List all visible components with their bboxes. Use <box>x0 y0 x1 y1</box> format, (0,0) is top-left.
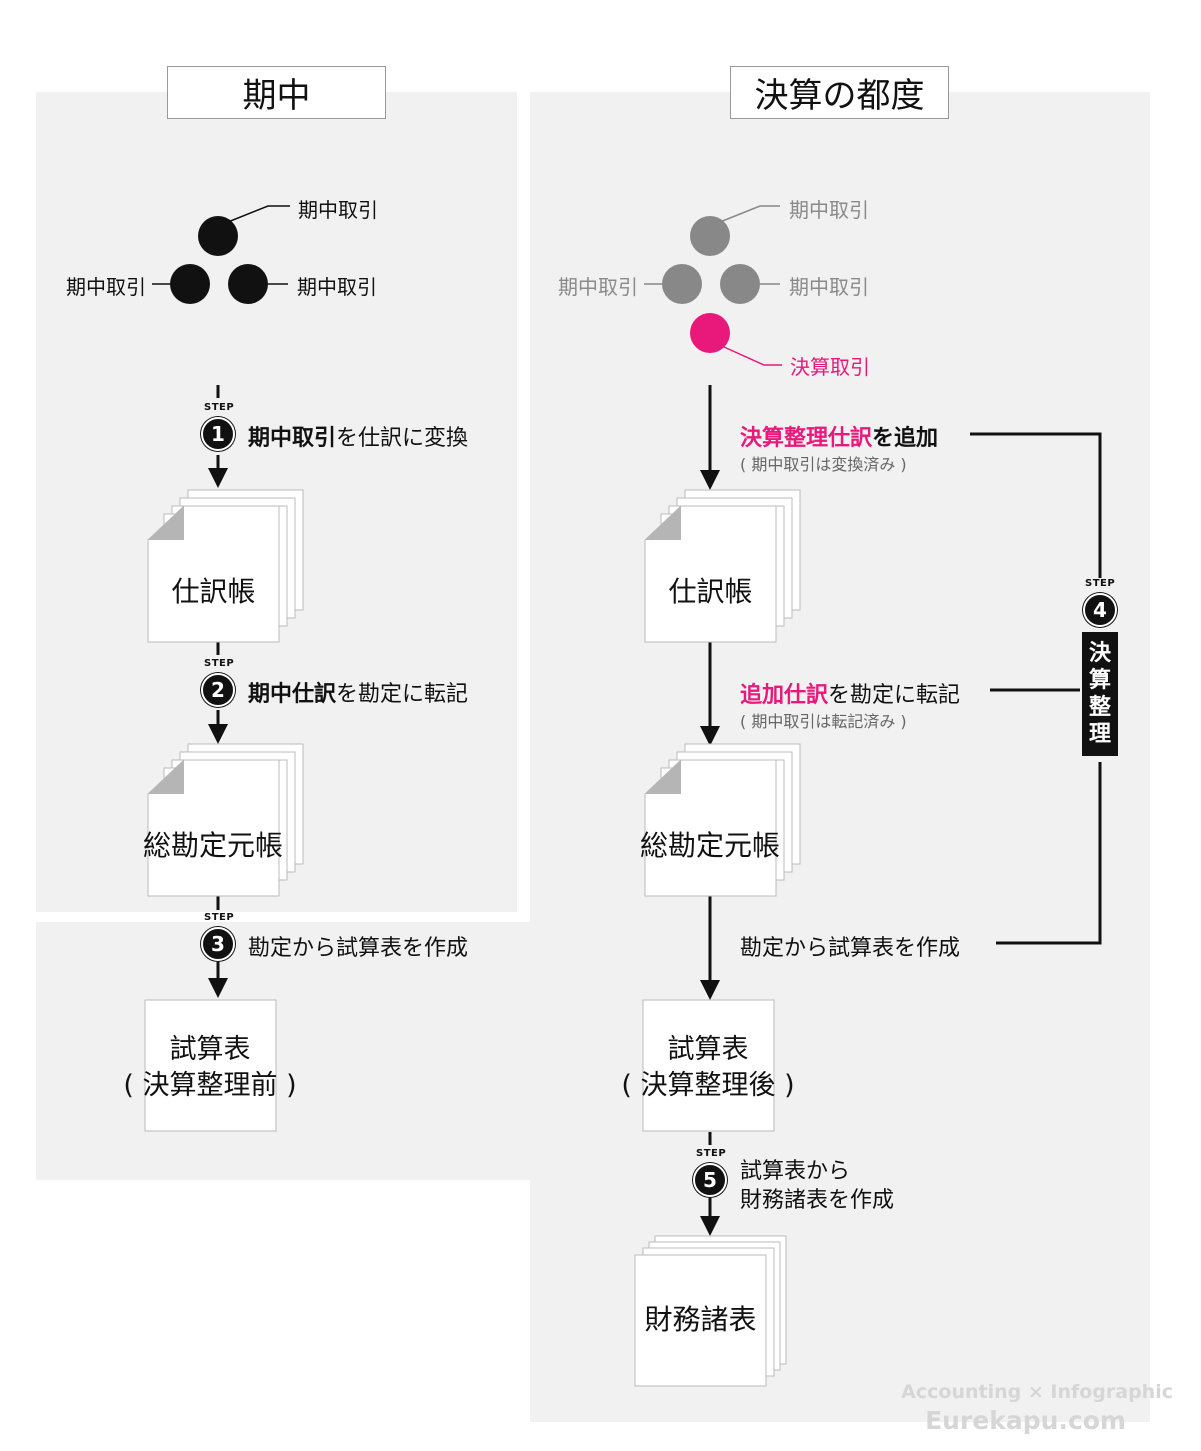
ledger-doc-stack-right <box>644 743 801 897</box>
step-1-label: 期中取引を仕訳に変換 <box>248 426 469 451</box>
transaction-dot <box>198 216 238 256</box>
trial-balance-title-left: 試算表 <box>169 1034 251 1065</box>
journal-doc-stack-left <box>147 489 304 643</box>
trial-balance-box-left <box>144 999 277 1132</box>
trial-balance-subtitle-left: ( 決算整理前 ) <box>123 1070 297 1101</box>
financial-statements-stack <box>634 1235 787 1387</box>
transaction-label-top: 期中取引 <box>298 198 378 222</box>
trial-balance-title-right: 試算表 <box>667 1034 749 1065</box>
ledger-doc-stack-left <box>147 743 304 897</box>
trial-balance-subtitle-right: ( 決算整理後 ) <box>621 1070 795 1101</box>
transaction-label-right: 期中取引 <box>297 275 377 299</box>
step-3-number: 3 <box>201 927 235 961</box>
step-2-label: 期中仕訳を勘定に転記 <box>248 682 469 707</box>
right-column-title: 決算の都度 <box>730 66 949 119</box>
step-3-label: 勘定から試算表を作成 <box>248 936 469 961</box>
transaction-dot <box>720 264 760 304</box>
ledger-label-left: 総勘定元帳 <box>142 829 283 862</box>
post-entry-label: 追加仕訳を勘定に転記 <box>740 683 961 708</box>
make-trial-balance-label: 勘定から試算表を作成 <box>740 936 961 961</box>
right-panel <box>530 92 1150 1422</box>
transaction-label-top: 期中取引 <box>789 198 869 222</box>
journal-doc-stack-right <box>644 489 801 643</box>
step-2-number: 2 <box>201 673 235 707</box>
step-5-number: 5 <box>693 1163 727 1197</box>
step-tag: STEP <box>204 402 235 413</box>
transaction-label-left: 期中取引 <box>558 275 638 299</box>
transaction-label-right: 期中取引 <box>789 275 869 299</box>
transaction-label-left: 期中取引 <box>66 275 146 299</box>
transaction-dot <box>228 264 268 304</box>
step-5-label-line1: 試算表から <box>740 1159 851 1184</box>
add-closing-entry-label: 決算整理仕訳を追加 <box>740 426 939 451</box>
left-column-title: 期中 <box>167 66 386 119</box>
closing-adjustment-badge: 決 算 整 理 <box>1082 632 1118 756</box>
step-tag: STEP <box>204 912 235 923</box>
watermark-line2: Eurekapu.com <box>925 1406 1126 1435</box>
watermark-line1: Accounting × Infographic <box>901 1381 1173 1403</box>
add-closing-entry-note: ( 期中取引は変換済み ) <box>740 455 907 474</box>
trial-balance-box-right <box>642 999 775 1132</box>
leader-line <box>227 205 290 223</box>
journal-label-left: 仕訳帳 <box>171 575 256 608</box>
transaction-dot <box>662 264 702 304</box>
transaction-dot <box>170 264 210 304</box>
step4-bracket <box>970 432 1102 578</box>
closing-transaction-label: 決算取引 <box>790 355 870 379</box>
closing-transaction-dot <box>690 313 730 353</box>
financial-statements-label: 財務諸表 <box>644 1303 757 1336</box>
journal-label-right: 仕訳帳 <box>668 575 753 608</box>
step-1-number: 1 <box>201 417 235 451</box>
step-tag: STEP <box>204 658 235 669</box>
transaction-dot <box>690 216 730 256</box>
step-4-number: 4 <box>1083 593 1117 627</box>
post-entry-note: ( 期中取引は転記済み ) <box>740 712 907 731</box>
step-5-label-line2: 財務諸表を作成 <box>740 1188 895 1213</box>
step-tag: STEP <box>696 1148 727 1159</box>
ledger-label-right: 総勘定元帳 <box>639 829 780 862</box>
step-tag: STEP <box>1085 578 1116 589</box>
left-panel-bottom <box>36 922 530 1180</box>
